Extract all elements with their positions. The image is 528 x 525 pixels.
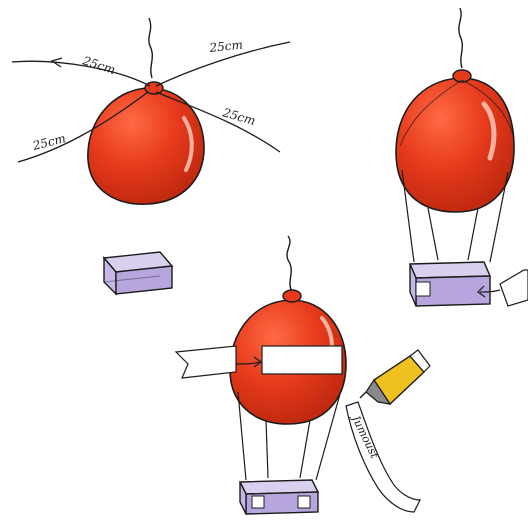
hanging-string (489, 171, 509, 263)
basket-box-1 (102, 251, 174, 296)
hanging-string (237, 391, 247, 481)
balloon-string-top-3 (458, 7, 463, 69)
hanging-string (265, 419, 269, 479)
string-label-2: 25cm (208, 38, 244, 56)
arrowhead-icon (50, 57, 63, 68)
string-upper-left (11, 60, 151, 87)
string-label-1: 25cm (80, 53, 117, 77)
basket-box-4 (238, 479, 320, 515)
step-2-panel (102, 251, 174, 296)
string-upper-right (155, 41, 291, 87)
balloon-3-knot (452, 69, 472, 83)
hanging-string (401, 169, 415, 263)
balloon-3 (395, 77, 515, 213)
balloon-1-highlight (182, 116, 194, 172)
banner-flap (174, 345, 237, 379)
step-4-panel: Jumoust (174, 235, 431, 515)
balloon-3-highlight (481, 101, 497, 161)
balloon-string-top (148, 17, 153, 79)
paper-strip (345, 401, 421, 513)
string-lower-right (155, 91, 281, 153)
step-3-panel (395, 7, 528, 307)
balloon-string-top-4 (286, 235, 293, 293)
string-lower-left (17, 91, 149, 163)
balloon-4-knot (282, 289, 302, 303)
tape-strip-3 (477, 269, 528, 307)
banner-strip (261, 345, 343, 375)
hanging-string (427, 207, 439, 261)
step-1-panel: 25cm 25cm 25cm 25cm (11, 17, 291, 205)
glue-tube-icon (359, 349, 431, 406)
hanging-string (315, 393, 341, 481)
basket-box-3 (408, 261, 492, 307)
hanging-string (299, 419, 311, 479)
balloon-1 (87, 87, 205, 205)
hanging-string (467, 207, 479, 261)
string-label-4: 25cm (30, 131, 67, 153)
string-label-3: 25cm (220, 105, 257, 128)
